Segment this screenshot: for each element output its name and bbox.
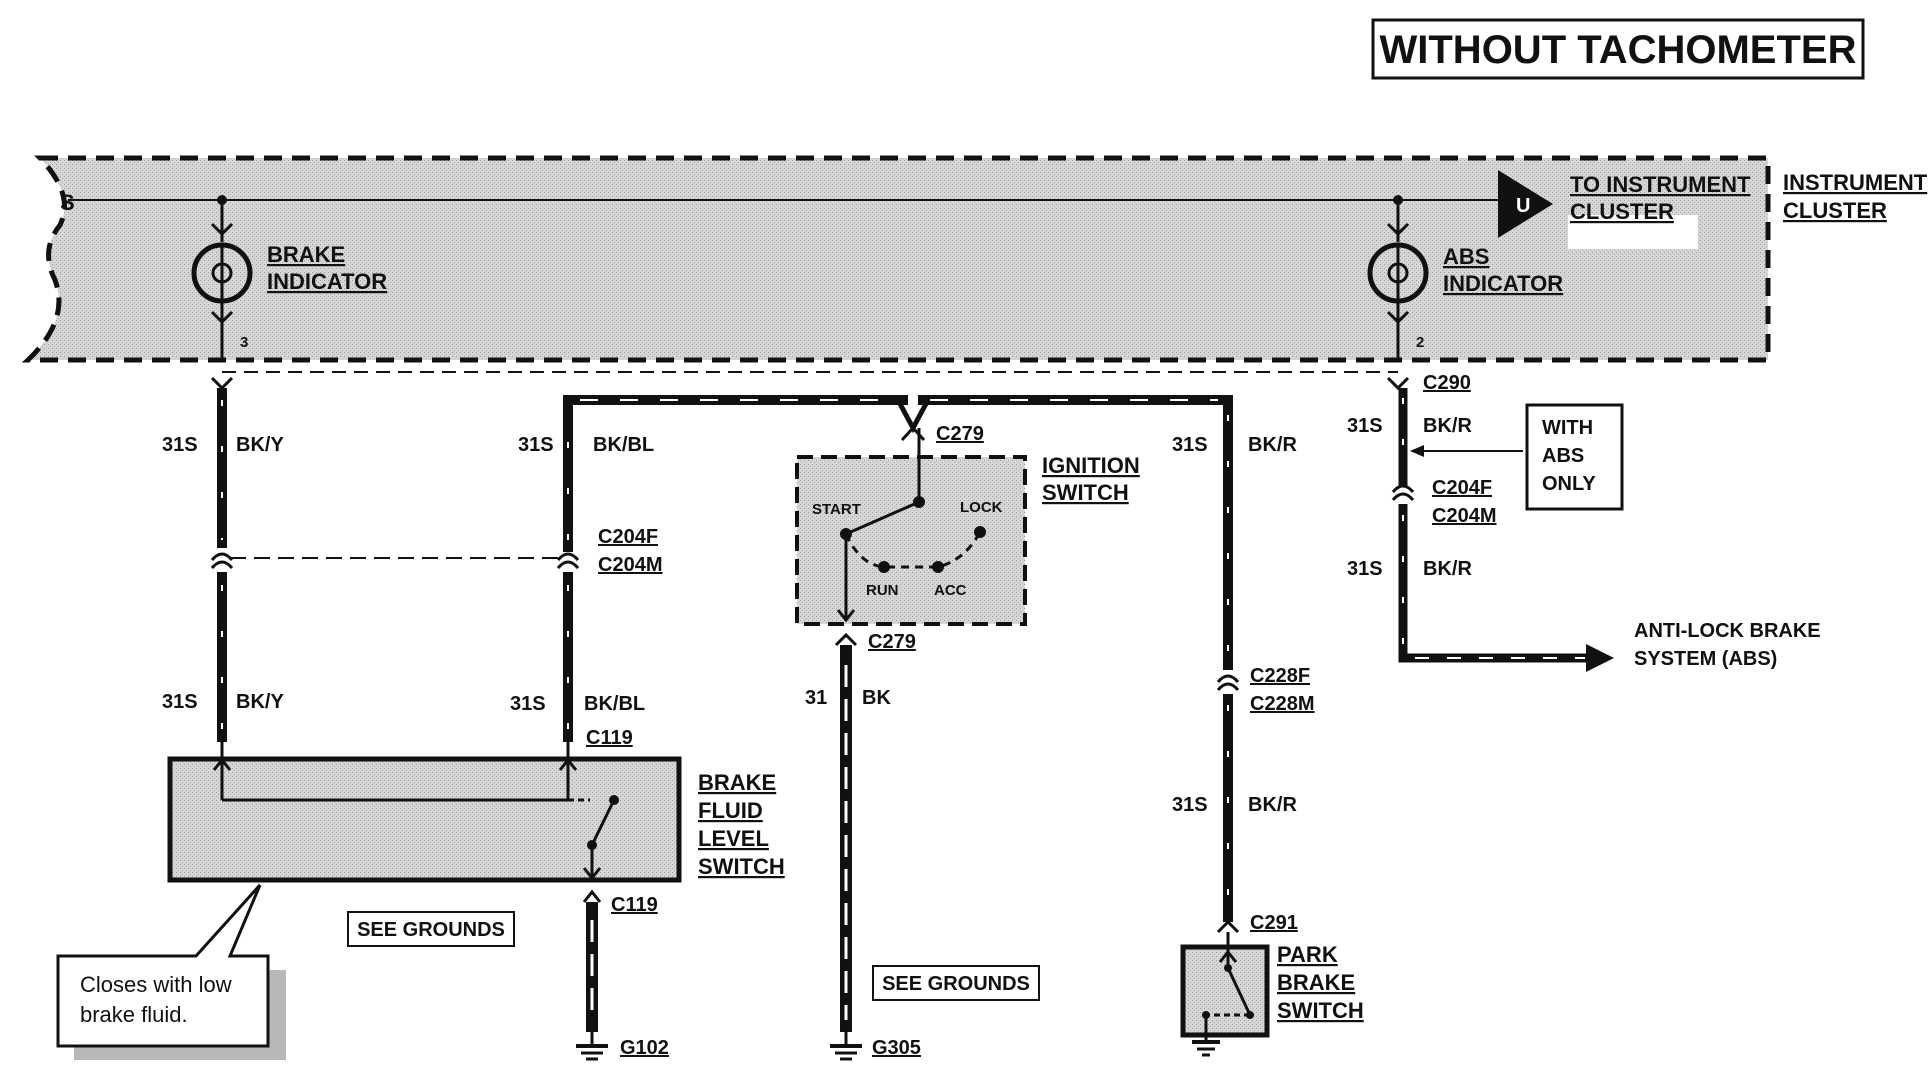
c279-bottom-label: C279	[868, 631, 916, 653]
c204f-left-label: C204F	[598, 526, 658, 548]
bk-y-lower-color: BK/Y	[236, 691, 284, 713]
c119-top-label: C119	[586, 727, 633, 749]
diagram-title: WITHOUT TACHOMETER	[1380, 28, 1857, 72]
instrument-cluster-panel	[21, 155, 1771, 363]
c228m-label: C228M	[1250, 693, 1314, 715]
abs-system-line1: ANTI-LOCK BRAKE	[1634, 620, 1821, 642]
ignition-label-line1: IGNITION	[1042, 453, 1140, 478]
bk-y-upper-num: 31S	[162, 434, 198, 456]
with-abs-line1: WITH	[1542, 417, 1593, 439]
brake-indicator-line2: INDICATOR	[267, 269, 387, 294]
bk-r-lower-num: 31S	[1172, 794, 1208, 816]
cluster-connector: U	[1498, 170, 1553, 238]
c204m-left-label: C204M	[598, 554, 662, 576]
bk-r-upper-num: 31S	[1172, 434, 1208, 456]
bk-color-label: BK	[862, 687, 891, 709]
ign-lock-label: LOCK	[960, 499, 1003, 516]
title-box: WITHOUT TACHOMETER	[1371, 18, 1865, 80]
fluid-switch-line3: LEVEL	[698, 826, 769, 851]
bk-bl-lower-num: 31S	[510, 693, 546, 715]
to-cluster-line1: TO INSTRUMENT	[1570, 172, 1751, 197]
c279-top-label: C279	[936, 423, 984, 445]
splice-label: S	[60, 190, 75, 215]
fluid-switch-line4: SWITCH	[698, 854, 785, 879]
cluster-label-line2: CLUSTER	[1783, 198, 1887, 223]
park-switch-line2: BRAKE	[1277, 970, 1355, 995]
c119-bottom-label: C119	[611, 894, 658, 916]
wire-bk-r-abs	[1386, 376, 1614, 672]
wire-c119-ground	[576, 889, 608, 1061]
g102-label: G102	[620, 1037, 669, 1059]
abs-lower-num: 31S	[1347, 558, 1383, 580]
see-grounds-right-label: SEE GROUNDS	[882, 973, 1030, 995]
fluid-switch-line1: BRAKE	[698, 770, 776, 795]
ignition-switch	[795, 428, 1027, 626]
ign-run-label: RUN	[866, 582, 899, 599]
ign-start-label: START	[812, 501, 861, 518]
c291-label: C291	[1250, 912, 1298, 934]
bk-r-lower-color: BK/R	[1248, 794, 1297, 816]
c279-junction	[895, 398, 931, 442]
ign-acc-label: ACC	[934, 582, 967, 599]
brake-pin-label: 3	[240, 334, 248, 351]
abs-indicator-line2: INDICATOR	[1443, 271, 1563, 296]
bk-bl-lower-color: BK/BL	[584, 693, 645, 715]
park-brake-switch	[1180, 932, 1270, 1057]
bk-r-upper-color: BK/R	[1248, 434, 1297, 456]
abs-pin-label: 2	[1416, 334, 1424, 351]
wire-bk-y	[210, 376, 234, 742]
with-abs-line3: ONLY	[1542, 473, 1596, 495]
with-abs-only-box: WITH ABS ONLY	[1525, 403, 1624, 511]
see-grounds-left-label: SEE GROUNDS	[357, 919, 505, 941]
connector-u-label: U	[1516, 195, 1530, 217]
park-switch-line1: PARK	[1277, 942, 1338, 967]
c204f-right-label: C204F	[1432, 477, 1492, 499]
cluster-label-line1: INSTRUMENT	[1783, 170, 1928, 195]
abs-upper-num: 31S	[1347, 415, 1383, 437]
abs-indicator-bulb	[1367, 200, 1429, 360]
to-cluster-line2: CLUSTER	[1570, 199, 1674, 224]
bk-bl-upper-color: BK/BL	[593, 434, 654, 456]
c228f-label: C228F	[1250, 665, 1310, 687]
bk-bl-upper-num: 31S	[518, 434, 554, 456]
brake-indicator-bulb	[191, 200, 253, 360]
wire-bk-bl	[556, 395, 908, 742]
see-grounds-left-box: SEE GROUNDS	[347, 911, 515, 947]
callout-line2: brake fluid.	[80, 1002, 188, 1027]
c290-label: C290	[1423, 372, 1471, 394]
fluid-switch-line2: FLUID	[698, 798, 763, 823]
bk-y-lower-num: 31S	[162, 691, 198, 713]
callout-line1: Closes with low	[80, 972, 232, 997]
abs-lower-color: BK/R	[1423, 558, 1472, 580]
wire-bk-r-park	[918, 395, 1240, 934]
brake-indicator-line1: BRAKE	[267, 242, 345, 267]
with-abs-line2: ABS	[1542, 445, 1584, 467]
g305-label: G305	[872, 1037, 921, 1059]
abs-system-line2: SYSTEM (ABS)	[1634, 648, 1777, 670]
c204m-right-label: C204M	[1432, 505, 1496, 527]
bk-num-label: 31	[805, 687, 827, 709]
abs-upper-color: BK/R	[1423, 415, 1472, 437]
park-switch-line3: SWITCH	[1277, 998, 1364, 1023]
wire-bk-ground	[830, 632, 862, 1061]
low-fluid-callout: Closes with low brake fluid.	[56, 883, 286, 1060]
abs-indicator-line1: ABS	[1443, 244, 1489, 269]
ignition-label-line2: SWITCH	[1042, 480, 1129, 505]
brake-fluid-level-switch	[167, 742, 682, 883]
bk-y-upper-color: BK/Y	[236, 434, 284, 456]
see-grounds-right-box: SEE GROUNDS	[872, 965, 1040, 1001]
